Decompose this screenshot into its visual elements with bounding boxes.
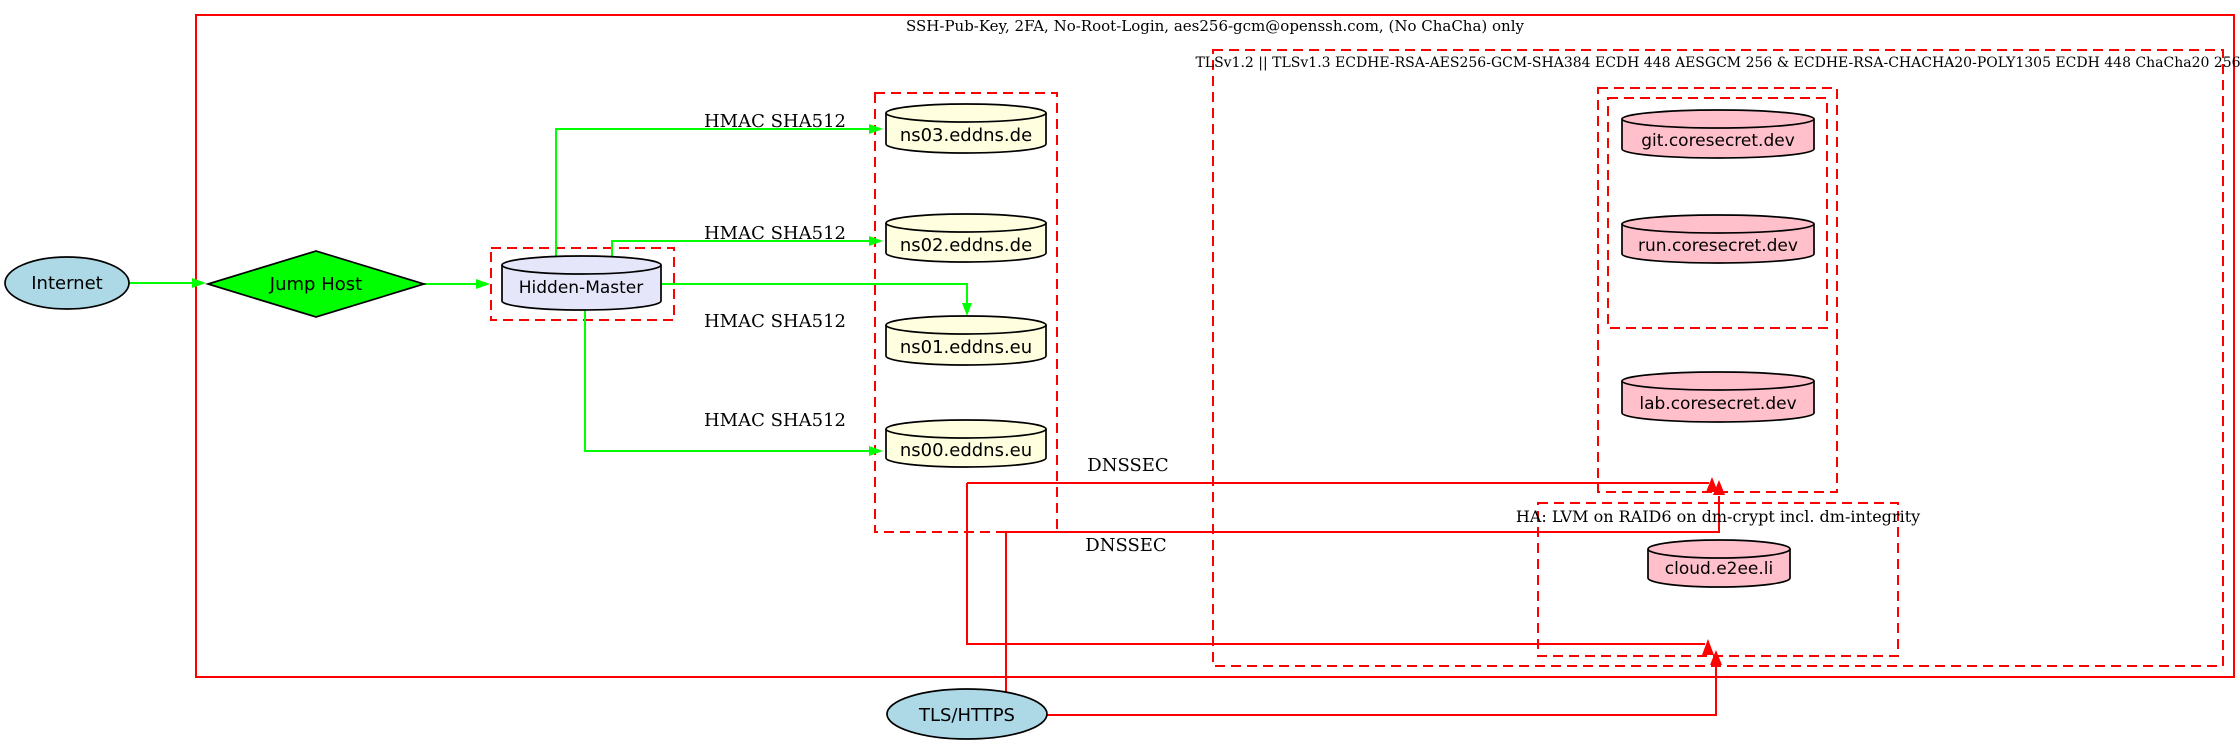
node-lab: lab.coresecret.dev: [1621, 371, 1815, 423]
arrowhead-ns03: [869, 124, 883, 134]
lab-cylinder-rim: [1621, 380, 1815, 391]
ns01-cylinder-rim: [885, 324, 1047, 335]
edge-dnssec-ha: [966, 483, 1705, 645]
edge-tlshttps-coresecret: [1005, 496, 1720, 692]
git-cylinder: [1621, 109, 1815, 159]
edge-label-hmac-ns00: HMAC SHA512: [704, 410, 846, 431]
ns00-label: ns00.eddns.eu: [900, 440, 1032, 461]
run-cylinder-rim: [1621, 223, 1815, 234]
edge-label-dnssec-bottom: DNSSEC: [1085, 535, 1166, 556]
git-label: git.coresecret.dev: [1641, 131, 1795, 151]
arrowhead-hiddenmaster: [476, 279, 490, 289]
hidden-master-label: Hidden-Master: [519, 278, 644, 298]
cluster-tls-box: [1212, 49, 2224, 667]
node-hidden-master: Hidden-Master: [501, 255, 662, 311]
node-ns03: ns03.eddns.de: [885, 103, 1047, 154]
ns01-cylinder: [885, 315, 1047, 366]
edge-label-dnssec-top: DNSSEC: [1087, 455, 1168, 476]
node-ns02: ns02.eddns.de: [885, 213, 1047, 263]
ns02-label: ns02.eddns.de: [900, 235, 1032, 256]
green-edges: [129, 128, 968, 452]
ns02-cylinder: [885, 213, 1047, 263]
node-cloud: cloud.e2ee.li: [1647, 539, 1791, 588]
git-cylinder-rim: [1621, 118, 1815, 129]
ns03-label: ns03.eddns.de: [900, 125, 1032, 146]
edge-tlshttps-ha: [1047, 665, 1717, 716]
cluster-tls-label: TLSv1.2 || TLSv1.3 ECDHE-RSA-AES256-GCM-…: [1195, 55, 2240, 71]
arrowhead-jumphost: [192, 278, 206, 288]
cloud-cylinder-rim: [1647, 548, 1791, 559]
cluster-hidden-master-box: [490, 247, 675, 321]
node-ns00: ns00.eddns.eu: [885, 419, 1047, 468]
arrowhead-ns02: [869, 236, 883, 246]
lab-cylinder: [1621, 371, 1815, 423]
hidden-master-cylinder-rim: [501, 264, 662, 275]
ns00-cylinder-rim: [885, 428, 1047, 439]
edge-hiddenmaster-ns00: [584, 310, 869, 452]
arrowhead-ha-b: [1710, 650, 1722, 665]
arrowhead-ns00: [869, 446, 883, 456]
edge-label-hmac-ns01: HMAC SHA512: [704, 311, 846, 332]
run-label: run.coresecret.dev: [1638, 236, 1798, 256]
red-arrowheads: [1702, 477, 1725, 665]
ns02-cylinder-rim: [885, 222, 1047, 233]
cluster-ssh-label: SSH-Pub-Key, 2FA, No-Root-Login, aes256-…: [906, 17, 1525, 35]
node-run: run.coresecret.dev: [1621, 214, 1815, 264]
cluster-coresecret-outer-box: [1597, 87, 1838, 493]
run-cylinder: [1621, 214, 1815, 264]
ns03-cylinder: [885, 103, 1047, 154]
edge-hiddenmaster-ns02: [611, 240, 869, 257]
green-arrowheads: [192, 124, 972, 456]
cluster-boxes: [195, 14, 2235, 678]
node-git: git.coresecret.dev: [1621, 109, 1815, 159]
cluster-ssh-box: [195, 14, 2235, 678]
jump-host-diamond: [205, 250, 427, 318]
edge-hiddenmaster-ns01: [661, 283, 968, 303]
node-internet: Internet: [4, 256, 130, 310]
ns00-cylinder: [885, 419, 1047, 468]
internet-ellipse: [4, 256, 130, 310]
edge-label-hmac-ns02: HMAC SHA512: [704, 223, 846, 244]
tls-https-ellipse: [886, 688, 1048, 740]
internet-label: Internet: [31, 273, 102, 294]
node-jump-host: Jump Host: [205, 250, 427, 318]
arrowhead-ha-a: [1702, 639, 1714, 655]
node-ns01: ns01.eddns.eu: [885, 315, 1047, 366]
arrowhead-ns01: [962, 303, 972, 316]
tls-https-label: TLS/HTTPS: [918, 705, 1015, 726]
cloud-cylinder: [1647, 539, 1791, 588]
ns03-cylinder-rim: [885, 112, 1047, 123]
node-tls-https: TLS/HTTPS: [886, 688, 1048, 740]
arrowhead-coresecret-a: [1706, 477, 1718, 492]
jump-host-label: Jump Host: [269, 274, 362, 295]
ns01-label: ns01.eddns.eu: [900, 337, 1032, 358]
hidden-master-cylinder: [501, 255, 662, 311]
cloud-label: cloud.e2ee.li: [1665, 559, 1773, 579]
lab-label: lab.coresecret.dev: [1639, 394, 1796, 414]
edge-label-hmac-ns03: HMAC SHA512: [704, 111, 846, 132]
cluster-ha-label: HA: LVM on RAID6 on dm-crypt incl. dm-in…: [1516, 507, 1920, 526]
arrowhead-coresecret-b: [1713, 480, 1725, 495]
edge-hiddenmaster-ns03: [555, 128, 869, 257]
red-edges: [966, 482, 1720, 716]
